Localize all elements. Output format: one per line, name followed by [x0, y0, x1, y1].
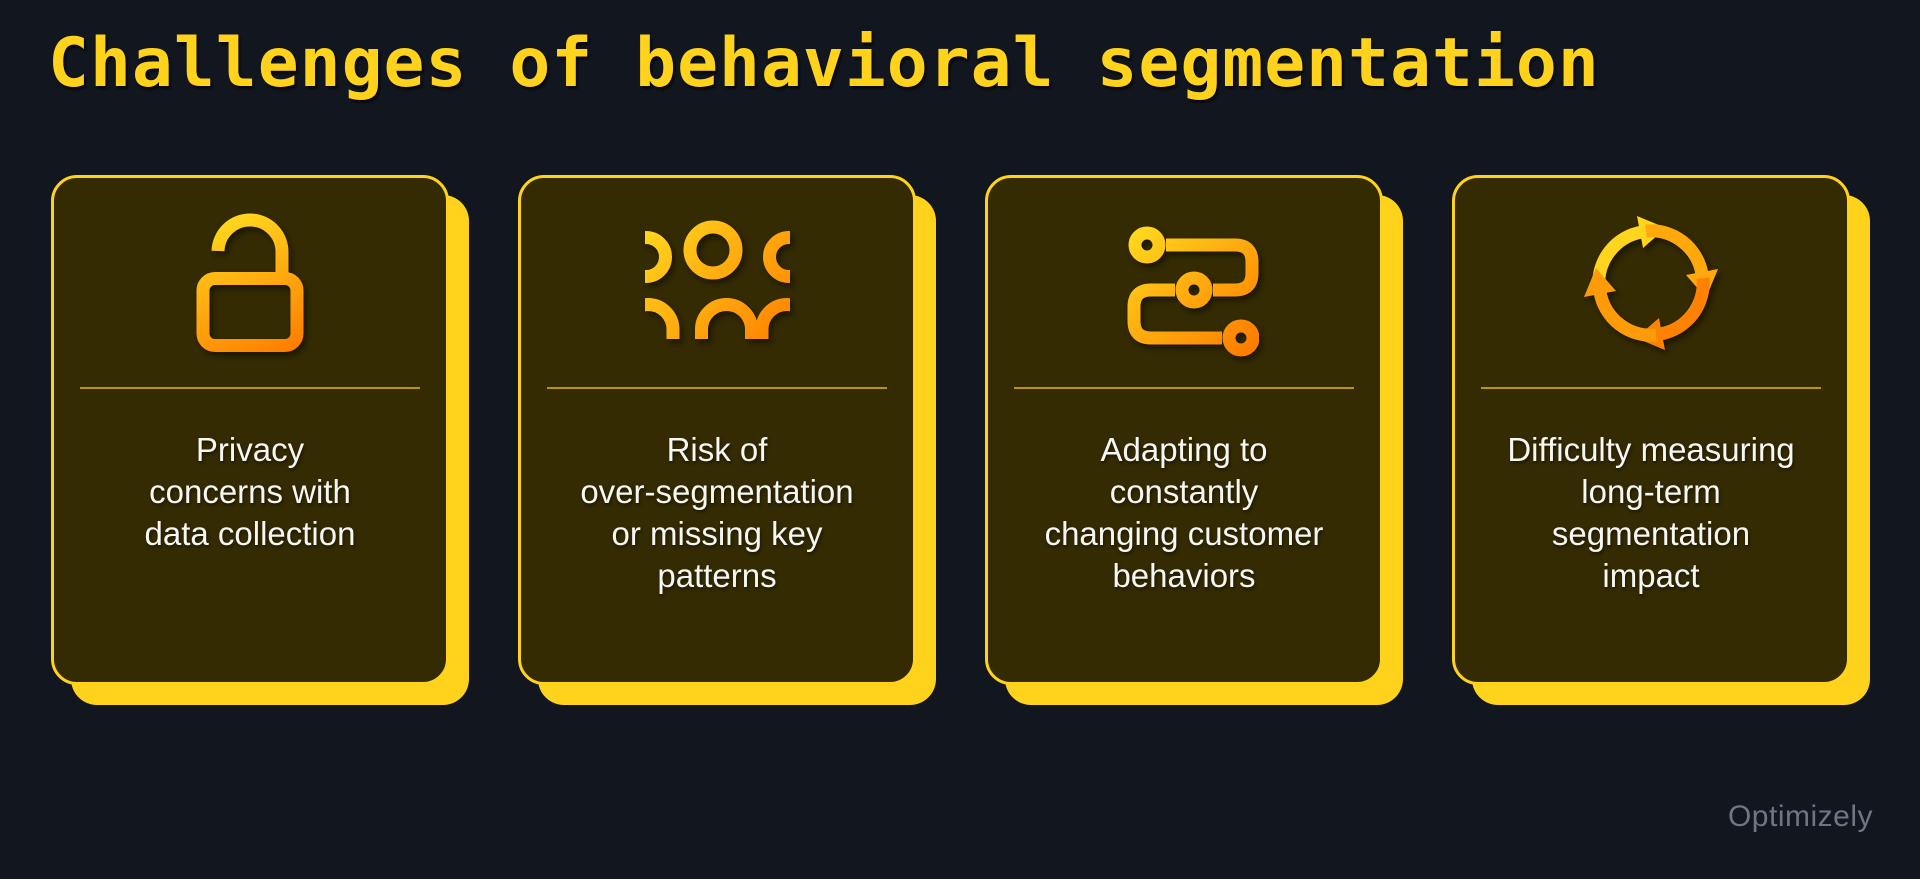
customer-group-icon: [644, 220, 790, 339]
card-text: Risk of over-segmentation or missing key…: [580, 431, 854, 594]
card-divider: [1014, 387, 1354, 389]
workflow-path-icon: [1127, 226, 1259, 356]
card-adapting: Adapting to constantly changing customer…: [985, 175, 1383, 685]
page-title: Challenges of behavioral segmentation: [48, 24, 1600, 103]
card-over-segmentation: Risk of over-segmentation or missing key…: [518, 175, 916, 685]
card-divider: [547, 387, 887, 389]
cycle-arrows-icon: [1576, 208, 1726, 358]
brand-wordmark: Optimizely: [1727, 800, 1873, 833]
card-measuring-impact: Difficulty measuring long-term segmentat…: [1452, 175, 1850, 685]
cards-row: Privacy concerns with data collection: [51, 175, 1869, 685]
card-icon-area: [1455, 178, 1847, 387]
card-text: Privacy concerns with data collection: [144, 431, 356, 552]
card-divider: [1481, 387, 1821, 389]
card-text: Difficulty measuring long-term segmentat…: [1507, 431, 1795, 594]
card-privacy: Privacy concerns with data collection: [51, 175, 449, 685]
card-icon-area: [521, 178, 913, 387]
card-icon-area: [988, 178, 1380, 387]
card-text: Adapting to constantly changing customer…: [1044, 431, 1324, 594]
card-divider: [80, 387, 420, 389]
unlocked-padlock-icon: [196, 213, 304, 352]
card-icon-area: [54, 178, 446, 387]
